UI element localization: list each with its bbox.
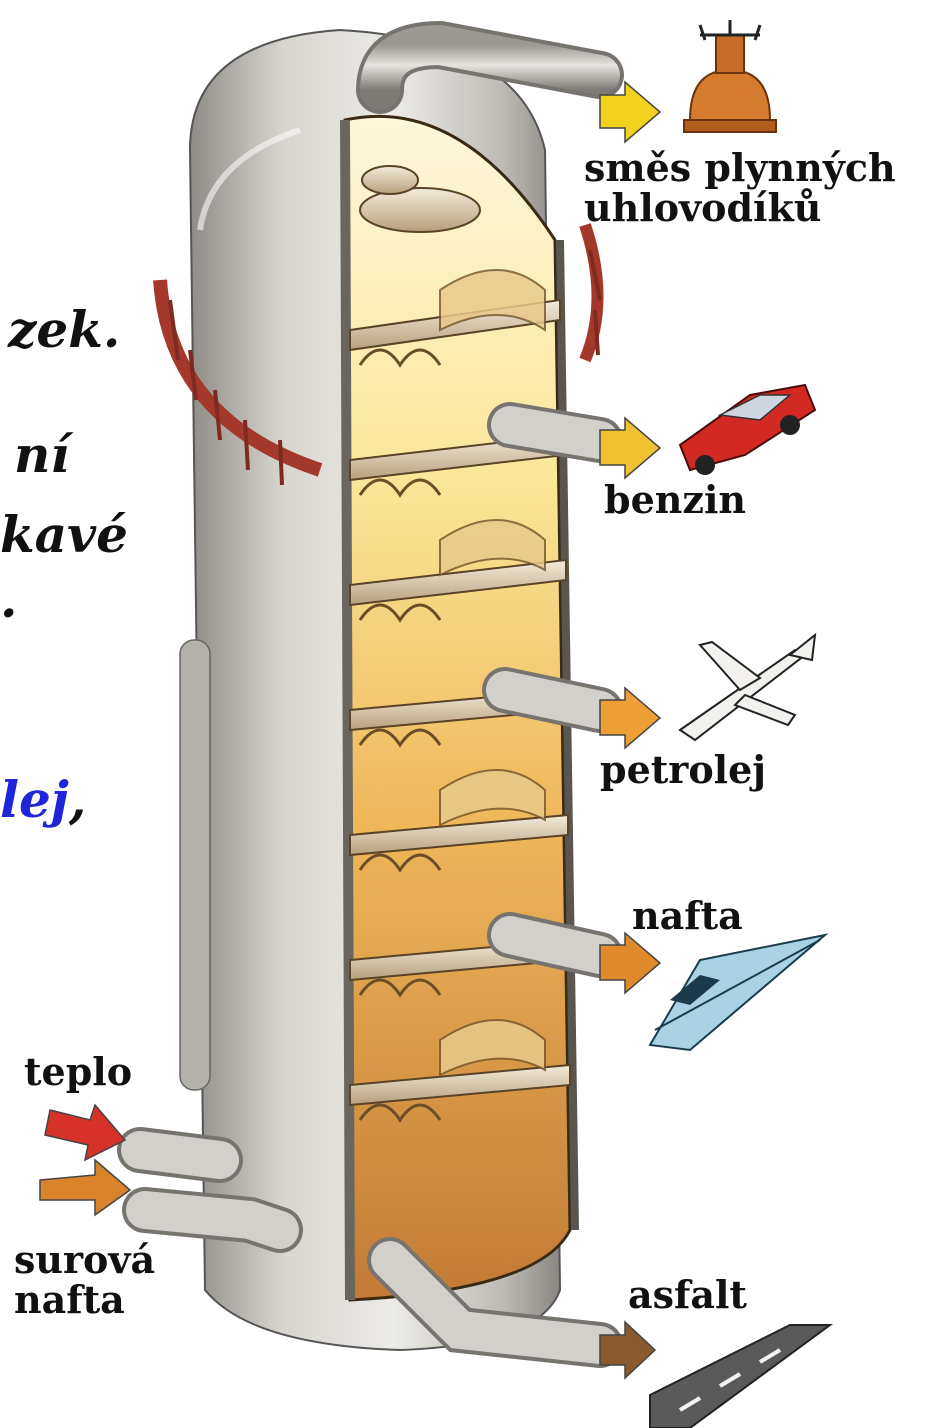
slide-text-fragment-1: zek. xyxy=(8,300,120,359)
slide-text-comma: , xyxy=(69,770,86,829)
arrow-surova xyxy=(40,1160,130,1215)
label-petrolej: petrolej xyxy=(600,750,766,790)
slide-text-fragment-2: ní xyxy=(14,425,69,484)
label-gas-mixture: směs plynných uhlovodíků xyxy=(584,148,896,228)
slide-text-fragment-5: lej, xyxy=(0,770,86,829)
label-surova-nafta: surová nafta xyxy=(14,1240,155,1320)
slide-text-fragment-4: . xyxy=(0,570,17,629)
car-icon xyxy=(680,385,815,475)
slide-text-petrolej-fragment: lej xyxy=(0,770,69,829)
label-asfalt: asfalt xyxy=(628,1275,747,1315)
arrow-teplo xyxy=(45,1105,125,1160)
road-icon xyxy=(650,1325,830,1428)
label-nafta: nafta xyxy=(632,896,743,936)
label-benzin: benzin xyxy=(604,480,746,520)
train-icon xyxy=(650,935,825,1050)
airplane-icon xyxy=(680,635,815,740)
slide-text-fragment-3: kavé xyxy=(0,505,128,564)
gas-tank-icon xyxy=(684,20,776,132)
label-teplo: teplo xyxy=(24,1052,132,1092)
